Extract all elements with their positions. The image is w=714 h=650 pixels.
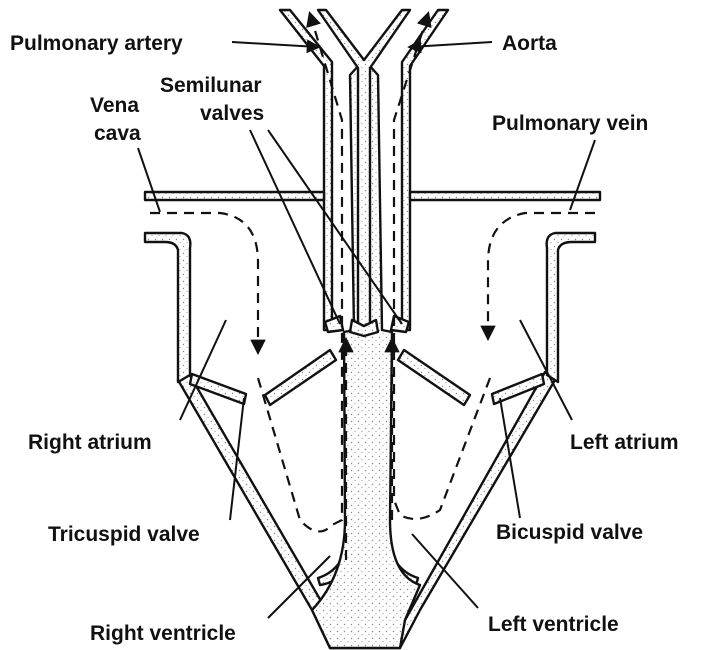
left-atrium-wall xyxy=(547,233,595,382)
label-left-atrium: Left atrium xyxy=(570,431,679,454)
pulmonary-artery-wall xyxy=(280,10,332,330)
label-left-ventricle: Left ventricle xyxy=(488,613,619,636)
right-atrioventricular-wall xyxy=(265,350,336,405)
label-vena-cava-line1: Vena xyxy=(90,94,139,117)
right-atrium-wall xyxy=(145,233,190,382)
aorta-wall xyxy=(402,10,448,330)
vena-cava-tube xyxy=(145,192,324,200)
label-pulmonary-artery: Pulmonary artery xyxy=(10,32,183,55)
label-aorta: Aorta xyxy=(502,32,557,55)
flow-pulmonary-vein xyxy=(488,213,595,338)
pointer-vena-cava xyxy=(138,148,160,212)
left-atrioventricular-wall xyxy=(398,350,470,405)
label-bicuspid-valve: Bicuspid valve xyxy=(496,521,643,544)
label-right-atrium: Right atrium xyxy=(28,431,152,454)
label-vena-cava-line2: cava xyxy=(94,122,141,145)
pulmonary-vein-tube xyxy=(410,192,600,200)
label-semilunar-line1: Semilunar xyxy=(160,74,262,97)
label-right-ventricle: Right ventricle xyxy=(90,622,236,645)
label-tricuspid-valve: Tricuspid valve xyxy=(48,523,200,546)
label-pulmonary-vein: Pulmonary vein xyxy=(492,112,648,135)
pointer-semilunar-right xyxy=(268,130,402,324)
label-semilunar-line2: valves xyxy=(200,102,264,125)
